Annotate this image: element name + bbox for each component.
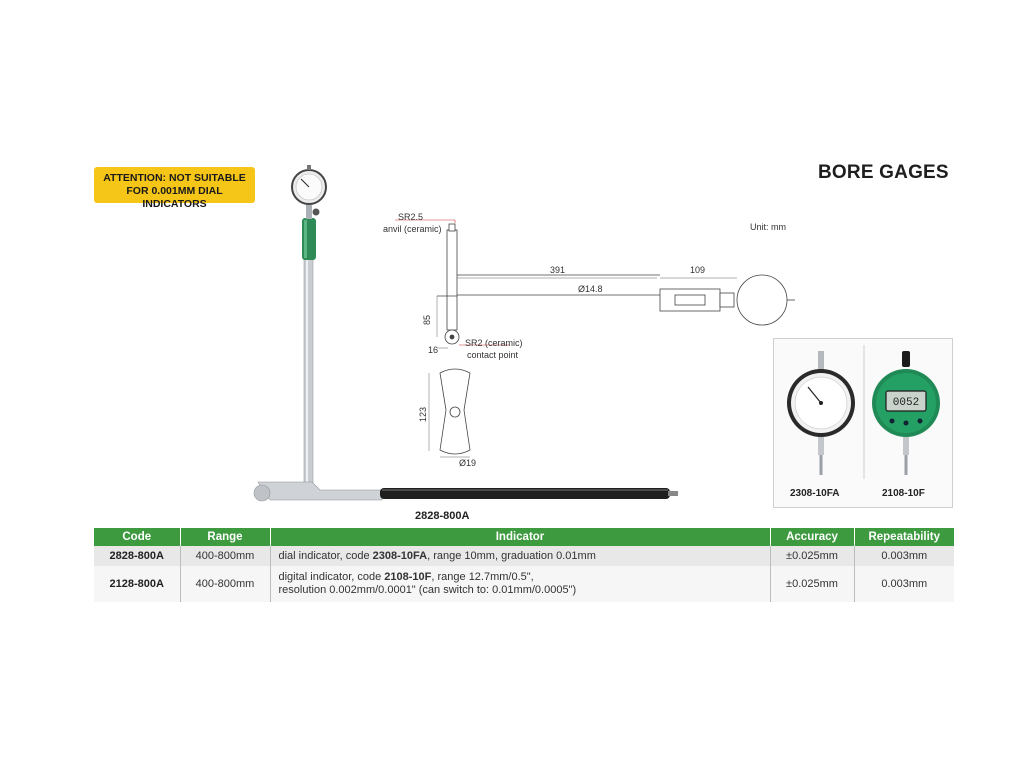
header-indicator: Indicator bbox=[270, 528, 771, 546]
dimension-drawing bbox=[395, 219, 795, 458]
indicator-text-line2: resolution 0.002mm/0.0001" (can switch t… bbox=[278, 584, 577, 596]
digital-indicator-caption: 2108-10F bbox=[882, 488, 925, 499]
sr2-label: SR2 (ceramic) bbox=[465, 338, 523, 348]
cell-accuracy: ±0.025mm bbox=[770, 546, 855, 566]
table-row: 2828-800A 400-800mm dial indicator, code… bbox=[94, 546, 954, 566]
cell-repeatability: 0.003mm bbox=[854, 546, 954, 566]
header-accuracy: Accuracy bbox=[770, 528, 855, 546]
indicator-illustrations: 0052 bbox=[787, 345, 940, 479]
dim-123: 123 bbox=[418, 407, 428, 422]
anvil-label: anvil (ceramic) bbox=[383, 224, 442, 234]
table-row: 2128-800A 400-800mm digital indicator, c… bbox=[94, 566, 954, 602]
digital-reading: 0052 bbox=[893, 397, 919, 409]
cell-accuracy: ±0.025mm bbox=[770, 566, 855, 602]
dia-14-8: Ø14.8 bbox=[578, 284, 603, 294]
indicator-text: digital indicator, code bbox=[278, 571, 385, 583]
cell-indicator: digital indicator, code 2108-10F, range … bbox=[270, 566, 771, 602]
indicator-code: 2108-10F bbox=[384, 571, 432, 583]
indicator-text: dial indicator, code bbox=[278, 549, 373, 562]
dial-indicator-caption: 2308-10FA bbox=[790, 488, 840, 499]
attention-line-1: ATTENTION: NOT SUITABLE bbox=[103, 172, 246, 184]
header-range: Range bbox=[180, 528, 271, 546]
indicator-text-after: , range 12.7mm/0.5", bbox=[431, 571, 534, 583]
cell-code: 2128-800A bbox=[94, 566, 181, 602]
dim-109: 109 bbox=[690, 265, 705, 275]
dim-391: 391 bbox=[550, 265, 565, 275]
spec-table: Code Range Indicator Accuracy Repeatabil… bbox=[94, 528, 954, 602]
table-header-row: Code Range Indicator Accuracy Repeatabil… bbox=[94, 528, 954, 546]
attention-badge: ATTENTION: NOT SUITABLE FOR 0.001MM DIAL… bbox=[94, 167, 255, 210]
header-code: Code bbox=[94, 528, 181, 546]
indicator-text-after: , range 10mm, graduation 0.01mm bbox=[427, 549, 596, 562]
technical-drawing: SR2.5 anvil (ceramic) 391 109 Ø14.8 85 1… bbox=[253, 165, 795, 502]
cell-range: 400-800mm bbox=[180, 546, 271, 566]
cell-code: 2828-800A bbox=[94, 546, 181, 566]
dia-19: Ø19 bbox=[459, 458, 476, 468]
cell-repeatability: 0.003mm bbox=[854, 566, 954, 602]
page-title: BORE GAGES bbox=[818, 162, 949, 183]
unit-label: Unit: mm bbox=[750, 222, 786, 232]
dial-indicator-image bbox=[787, 351, 855, 475]
dim-85: 85 bbox=[422, 315, 432, 325]
cell-indicator: dial indicator, code 2308-10FA, range 10… bbox=[270, 546, 771, 566]
digital-indicator-image: 0052 bbox=[872, 351, 940, 475]
sr25-label: SR2.5 bbox=[398, 212, 423, 222]
cell-range: 400-800mm bbox=[180, 566, 271, 602]
model-label: 2828-800A bbox=[415, 510, 470, 522]
contact-point-label: contact point bbox=[467, 350, 519, 360]
header-repeatability: Repeatability bbox=[854, 528, 954, 546]
indicator-code: 2308-10FA bbox=[372, 549, 428, 562]
indicator-inset: 0052 2308-10FA 2108-10F bbox=[773, 338, 953, 508]
dim-16: 16 bbox=[428, 345, 438, 355]
bore-gage-photo bbox=[253, 165, 678, 502]
attention-line-2: FOR 0.001MM DIAL INDICATORS bbox=[126, 185, 223, 210]
